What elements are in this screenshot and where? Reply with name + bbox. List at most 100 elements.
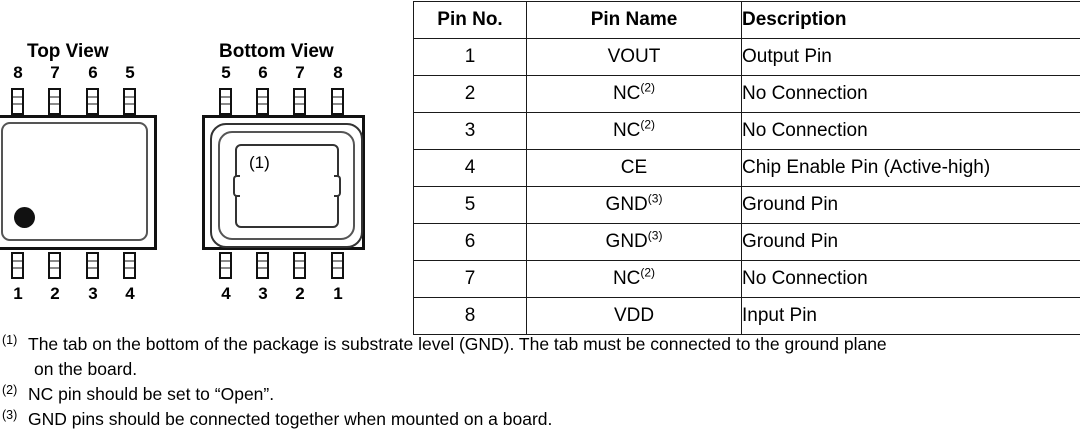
cell-pin-name: VDD [526,297,742,335]
header-description: Description [741,1,1080,39]
top-view-package-body [0,115,157,250]
table-row: 5 GND(3) Ground Pin [413,186,1080,224]
bottom-view-package-body: (1) [202,115,365,250]
cell-pin-name: GND(3) [526,186,742,224]
bottom-view-pin-label-6: 6 [258,63,268,82]
cell-description: Input Pin [741,297,1080,335]
top-view-pin-label-4: 4 [125,284,135,303]
cell-pin-no: 5 [413,186,527,224]
pin-name-text: GND [605,194,648,215]
cell-description: No Connection [741,75,1080,113]
cell-pin-no: 4 [413,149,527,187]
pin1-dot-icon [14,207,35,228]
cell-description: No Connection [741,260,1080,298]
cell-pin-no: 3 [413,112,527,150]
pin-name-text: CE [620,157,648,178]
footnote-2-marker: (2) [2,383,18,397]
table-row: 7 NC(2) No Connection [413,260,1080,298]
table-row: 6 GND(3) Ground Pin [413,223,1080,261]
pin-name-footnote-ref: (3) [647,228,663,243]
footnote-2-text: NC pin should be set to “Open”. [28,384,275,404]
footnote-1-text: The tab on the bottom of the package is … [28,334,887,354]
bottom-view-pin-label-5: 5 [221,63,231,82]
table-row: 3 NC(2) No Connection [413,112,1080,150]
pin-name-footnote-ref: (3) [647,191,663,206]
footnotes: (1) The tab on the bottom of the package … [2,332,1078,432]
exposed-tab-pad: (1) [233,144,341,228]
bottom-view-lead-4 [219,252,232,279]
top-view-pin-label-6: 6 [88,63,98,82]
table-row: 2 NC(2) No Connection [413,75,1080,113]
header-pin-name: Pin Name [526,1,742,39]
cell-description: Ground Pin [741,186,1080,224]
footnote-1-marker: (1) [2,333,18,347]
top-view-pin-label-2: 2 [50,284,60,303]
top-view-lead-4 [123,252,136,279]
pin-name-text: NC [612,83,641,104]
top-view-lead-3 [86,252,99,279]
bottom-view-pin-label-7: 7 [295,63,305,82]
cell-pin-no: 7 [413,260,527,298]
footnote-3-text: GND pins should be connected together wh… [28,409,553,429]
pin-name-text: VOUT [607,46,661,67]
header-pin-no: Pin No. [413,1,527,39]
top-view-lead-7 [48,88,61,115]
package-diagrams: Top View 8 7 6 5 1 2 3 4 Bottom View 5 6… [0,0,400,325]
bottom-view-lead-5 [219,88,232,115]
footnote-1: (1) The tab on the bottom of the package … [2,332,1078,382]
table-body: 1 VOUT Output Pin 2 NC(2) No Connection … [413,38,1080,335]
pin-name-text: NC [612,120,641,141]
cell-pin-name: GND(3) [526,223,742,261]
footnote-3: (3) GND pins should be connected together… [2,407,1078,432]
cell-pin-name: VOUT [526,38,742,76]
bottom-view-pin-label-2: 2 [295,284,305,303]
bottom-view-pin-label-4: 4 [221,284,231,303]
top-view-pin-label-5: 5 [125,63,135,82]
top-view-pin-label-1: 1 [13,284,23,303]
top-view-lead-8 [11,88,24,115]
top-view-pin-label-3: 3 [88,284,98,303]
bottom-view-pin-label-3: 3 [258,284,268,303]
bottom-view-lead-1 [331,252,344,279]
cell-pin-name: CE [526,149,742,187]
footnote-2: (2) NC pin should be set to “Open”. [2,382,1078,407]
pin-name-text: NC [612,268,641,289]
top-view-pin-label-7: 7 [50,63,60,82]
cell-pin-no: 8 [413,297,527,335]
pin-description-table: Pin No. Pin Name Description 1 VOUT Outp… [413,1,1080,335]
top-view-lead-2 [48,252,61,279]
pin-name-footnote-ref: (2) [640,117,656,132]
tab-notch-right-icon [334,175,341,197]
tab-notch-left-icon [233,175,240,197]
bottom-view-lead-8 [331,88,344,115]
cell-description: Ground Pin [741,223,1080,261]
bottom-view-lead-3 [256,252,269,279]
tab-footnote-ref: (1) [249,153,270,172]
cell-pin-name: NC(2) [526,112,742,150]
bottom-view-pin-label-1: 1 [333,284,343,303]
table-row: 8 VDD Input Pin [413,297,1080,335]
cell-pin-no: 6 [413,223,527,261]
pin-name-footnote-ref: (2) [640,80,656,95]
table-header-row: Pin No. Pin Name Description [413,1,1080,39]
top-view-lead-6 [86,88,99,115]
cell-description: Output Pin [741,38,1080,76]
bottom-view-lead-2 [293,252,306,279]
footnote-1-continuation: on the board. [34,359,138,379]
table-row: 1 VOUT Output Pin [413,38,1080,76]
table-row: 4 CE Chip Enable Pin (Active-high) [413,149,1080,187]
pin-name-footnote-ref: (2) [640,265,656,280]
cell-pin-name: NC(2) [526,75,742,113]
top-view-pin-label-8: 8 [13,63,23,82]
footnote-3-marker: (3) [2,408,18,422]
top-view-title: Top View [27,41,109,62]
top-view-lead-5 [123,88,136,115]
bottom-view-lead-6 [256,88,269,115]
pin-name-text: GND [605,231,648,252]
top-view-lead-1 [11,252,24,279]
cell-pin-name: NC(2) [526,260,742,298]
cell-pin-no: 2 [413,75,527,113]
cell-description: Chip Enable Pin (Active-high) [741,149,1080,187]
bottom-view-lead-7 [293,88,306,115]
